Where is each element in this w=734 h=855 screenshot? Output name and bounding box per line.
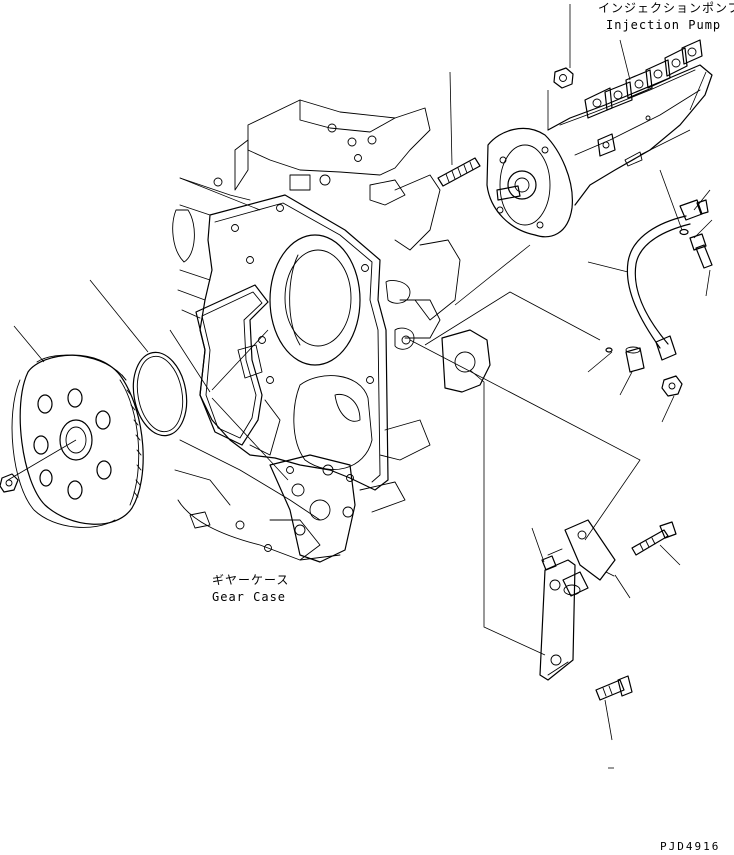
gear-case-label-en: Gear Case xyxy=(212,590,287,604)
hose-small-washer xyxy=(605,347,613,353)
lubrication-hose xyxy=(626,199,709,361)
injection-pump-label-en: Injection Pump xyxy=(606,18,722,32)
injection-pump xyxy=(486,39,713,238)
leader-lines xyxy=(7,4,713,769)
stud-bolt xyxy=(437,157,481,187)
o-ring xyxy=(132,351,188,437)
gear-case-plate xyxy=(199,194,389,563)
hose-washer xyxy=(679,228,689,236)
gear-nut xyxy=(0,473,19,493)
gear-case-label-jp: ギヤーケース xyxy=(212,573,290,587)
timing-gear xyxy=(11,354,144,528)
drawing-code: PJD4916 xyxy=(660,840,721,853)
injection-pump-label-jp: インジェクションポンプ xyxy=(598,1,734,15)
hose-nut-bottom xyxy=(661,375,683,397)
gear-case-gasket xyxy=(195,284,269,446)
hose-joint-bolt xyxy=(625,346,645,373)
pump-support-flange xyxy=(441,329,491,393)
bracket-plate xyxy=(564,519,616,581)
lower-bracket xyxy=(539,559,576,681)
hose-banjo-bolt-top xyxy=(689,233,713,269)
engine-block xyxy=(172,99,461,561)
bracket-bolt-lower xyxy=(595,675,633,701)
bracket-bolt-upper xyxy=(631,521,677,556)
bracket-spacer xyxy=(562,571,589,597)
bracket-bolt-small xyxy=(541,548,563,571)
pump-nut xyxy=(553,67,574,89)
